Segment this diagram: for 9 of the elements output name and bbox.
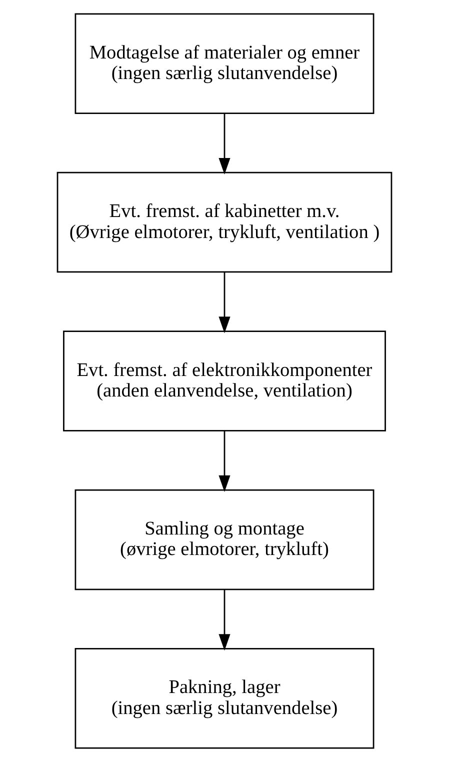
- arrow: [218, 430, 230, 492]
- node-box: Pakning, lager (ingen særlig slutanvendelse): [74, 648, 374, 749]
- arrow: [218, 113, 230, 175]
- arrow: [218, 590, 230, 651]
- node-box: Samling og montage (øvrige elmotorer, trykluft): [74, 489, 374, 590]
- node-box: Evt. fremst. af elektronikkomponenter (anden elanvendelse, ventilation): [63, 330, 386, 432]
- node-box: Modtagelse af materialer og emner (ingen særlig slutanvendelse): [74, 13, 374, 114]
- node-box: Evt. fremst. af kabinetter m.v. (Øvrige elmotorer, trykluft, ventilation ): [56, 172, 392, 273]
- arrow: [218, 272, 230, 334]
